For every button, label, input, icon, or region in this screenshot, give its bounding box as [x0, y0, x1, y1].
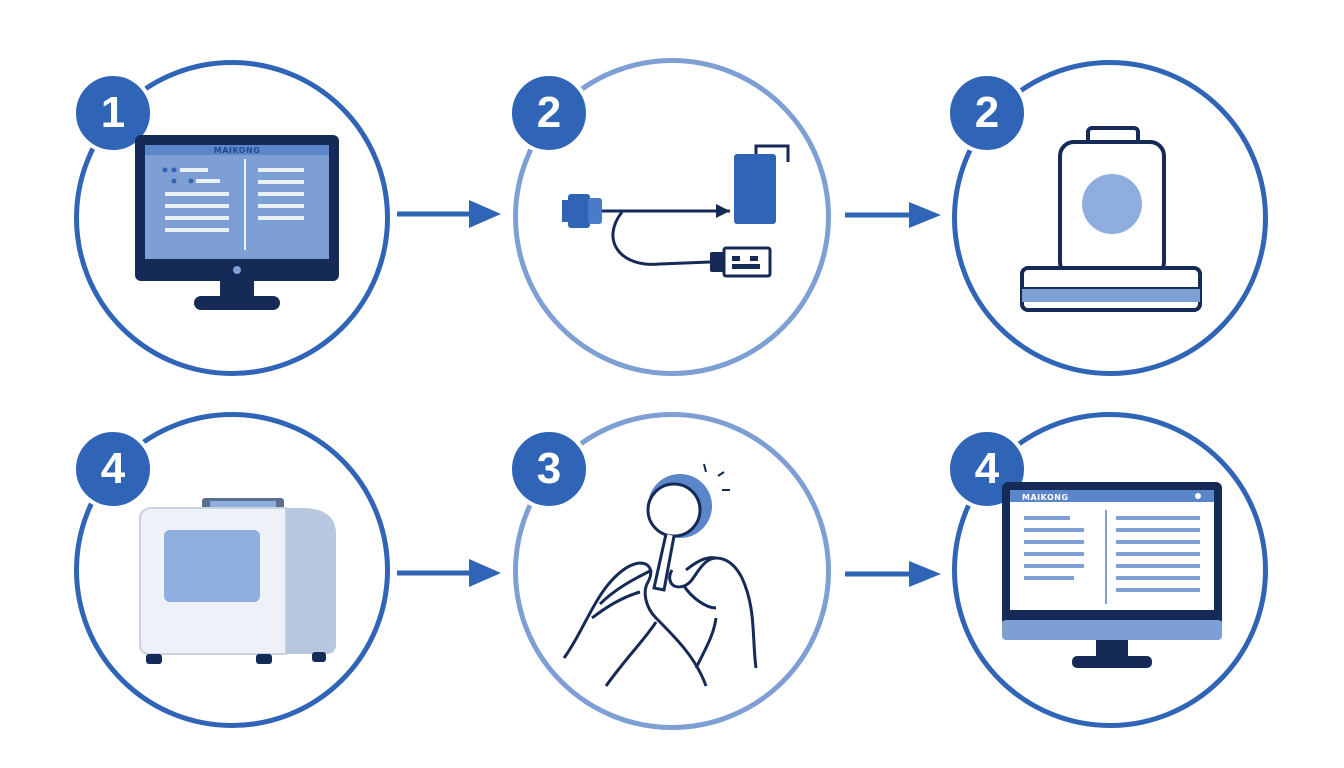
scanner-device-icon	[1020, 126, 1202, 312]
screen-title: MAIKONG	[214, 146, 261, 155]
step-number-badge: 2	[946, 72, 1028, 154]
arrow-right-icon	[397, 200, 501, 228]
arrow-right-icon	[397, 559, 501, 587]
monitor-icon: MAIKONG	[1002, 482, 1222, 668]
monitor-icon: MAIKONG	[135, 135, 339, 310]
hands-tool-icon	[562, 463, 758, 687]
screen-title: MAIKONG	[1022, 493, 1069, 502]
step-number-badge: 4	[72, 428, 154, 510]
printer-machine-icon	[139, 498, 336, 664]
arrow-right-icon	[845, 561, 941, 587]
step-number-badge: 2	[508, 72, 590, 154]
step-number-badge: 1	[72, 72, 154, 154]
step-number-badge: 3	[508, 428, 590, 510]
usb-cable-icon	[562, 144, 790, 278]
arrow-right-icon	[845, 202, 941, 228]
